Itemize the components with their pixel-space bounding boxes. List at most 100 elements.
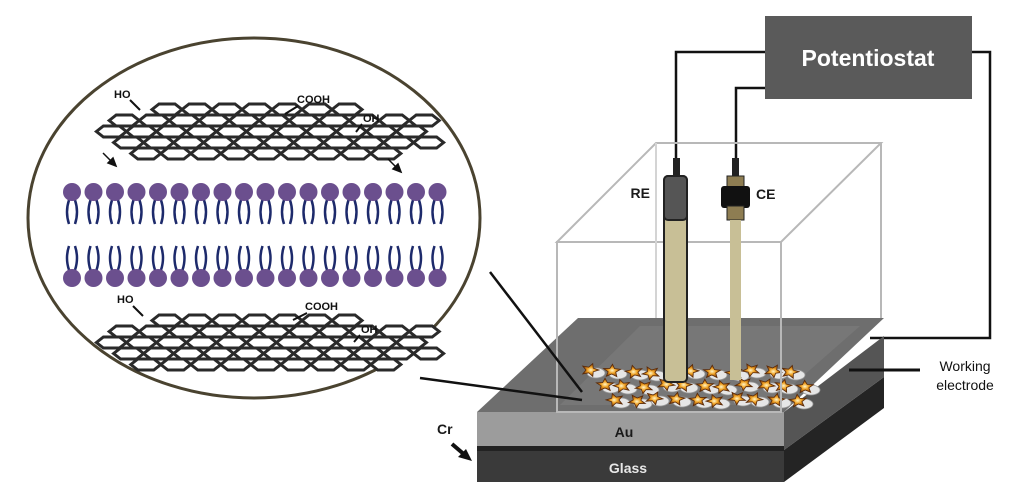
potentiostat-box: [765, 16, 972, 99]
lipid-tail: [108, 245, 114, 271]
graphene-top-hexagon: [338, 146, 374, 161]
graphene-bottom-hexagon: [93, 335, 129, 350]
lipid-tail: [159, 199, 165, 225]
lipid-tail: [353, 199, 358, 225]
lipid-tail: [202, 199, 208, 225]
lipid-tail: [108, 199, 114, 225]
lipid-tail: [259, 199, 264, 225]
graphene-top-hexagon: [136, 113, 172, 128]
zoom-connector-lines: [419, 271, 583, 402]
lipid-tail: [151, 199, 157, 225]
lipid-head: [127, 269, 146, 287]
lipid-tail: [388, 245, 393, 271]
graphene-bottom-hexagon: [153, 335, 189, 350]
graphene-bottom-hexagon: [183, 335, 219, 350]
lipid-tail: [374, 245, 380, 271]
lipid-tail: [138, 245, 143, 271]
graphene-bottom-hexagon: [273, 335, 309, 350]
graphene-bottom-hexagon: [136, 324, 172, 339]
graphene-bottom-hexagon: [406, 324, 442, 339]
graphene-top-hexagon: [321, 135, 357, 150]
lipid-tail: [237, 199, 243, 225]
nanoparticle: [727, 391, 753, 407]
potentiostat: Potentiostat: [765, 16, 972, 99]
graphene-top-hexagon: [393, 124, 429, 139]
graphene-bottom-hexagon: [333, 335, 369, 350]
graphene-bottom-hexagon: [111, 346, 147, 361]
lipid-tail: [173, 199, 178, 225]
lipid-tail: [280, 199, 286, 225]
graphene-top-hexagon: [128, 146, 164, 161]
graphene-top-hexagon: [278, 146, 314, 161]
graphene-bottom-hexagon: [188, 357, 224, 372]
lipid-head: [342, 183, 361, 201]
lipid-tail: [366, 245, 372, 271]
graphene-bottom-hexagon: [411, 346, 447, 361]
graphene-top-hexagon: [381, 135, 417, 150]
graphene-bottom-hexagon: [329, 313, 365, 328]
graphene-top-hexagon: [406, 113, 442, 128]
graphene-bottom-hexagon: [171, 346, 207, 361]
lipid-tail: [388, 199, 393, 225]
lipid-tail: [353, 245, 358, 271]
lipid-tail: [151, 245, 157, 271]
glass-side-face: [784, 377, 884, 482]
graphene-bottom-hexagon: [128, 357, 164, 372]
gold-front-face: [477, 412, 784, 446]
lipid-head: [63, 183, 81, 201]
lipid-tail: [280, 245, 286, 271]
electrochemical-cell: [554, 142, 884, 413]
graphene-top-hexagon: [188, 146, 224, 161]
working-electrode-label-line1: Working: [939, 358, 990, 374]
graphene-top-hexagon: [261, 135, 297, 150]
lipid-head: [278, 183, 296, 201]
gold-side-face: [784, 336, 884, 450]
lipid-tail: [331, 245, 337, 271]
lipid-head: [364, 183, 382, 201]
graphene-bottom-hexagon: [376, 324, 412, 339]
graphene-top-hexagon: [201, 135, 237, 150]
lipid-head: [106, 269, 124, 287]
graphene-bottom-hexagon: [256, 324, 292, 339]
lipid-tail: [237, 245, 243, 271]
lipid-tail: [138, 199, 143, 225]
glass-label: Glass: [609, 460, 647, 476]
lipid-head: [321, 183, 339, 201]
chromium-callout: Cr: [437, 421, 472, 461]
graphene-bottom-hexagon: [303, 335, 339, 350]
potentiostat-label: Potentiostat: [802, 45, 935, 71]
graphene-bottom-hexagon: [351, 346, 387, 361]
nanoparticle: [640, 366, 667, 382]
lipid-tail: [194, 245, 200, 271]
reference-electrode: RE: [631, 158, 688, 383]
lipid-tail: [331, 199, 337, 225]
lipid-tail: [87, 199, 92, 225]
lipid-head: [149, 183, 167, 201]
lipid-head: [407, 269, 425, 287]
gold-label: Au: [615, 424, 634, 440]
lipid-head: [235, 269, 253, 287]
graphene-top-hexagon: [363, 124, 399, 139]
lipid-head: [84, 269, 103, 287]
lipid-tail: [409, 199, 415, 225]
graphene-top-hexagon: [333, 124, 369, 139]
hydroxyl-label-top: HO: [114, 89, 131, 101]
glass-front-face: [477, 450, 784, 482]
nanoparticle: [787, 393, 814, 410]
graphene-bottom-hexagon: [213, 335, 249, 350]
nanoparticle: [795, 379, 821, 396]
nanoparticle: [581, 362, 606, 379]
graphene-bottom-hexagon: [248, 357, 284, 372]
graphene-top-hexagon: [123, 124, 159, 139]
graphene-top-hexagon: [226, 113, 262, 128]
lipid-head: [256, 183, 275, 201]
graphene-bottom-hexagon: [368, 357, 404, 372]
nanoparticle: [774, 378, 799, 395]
lipid-head: [170, 183, 189, 201]
lipid-tail: [173, 245, 178, 271]
graphene-sheet-bottom: [93, 313, 447, 372]
interaction-arrows: [102, 152, 403, 174]
nanoparticle: [611, 378, 638, 395]
lipid-tail: [374, 199, 380, 225]
lipid-head: [299, 183, 318, 201]
